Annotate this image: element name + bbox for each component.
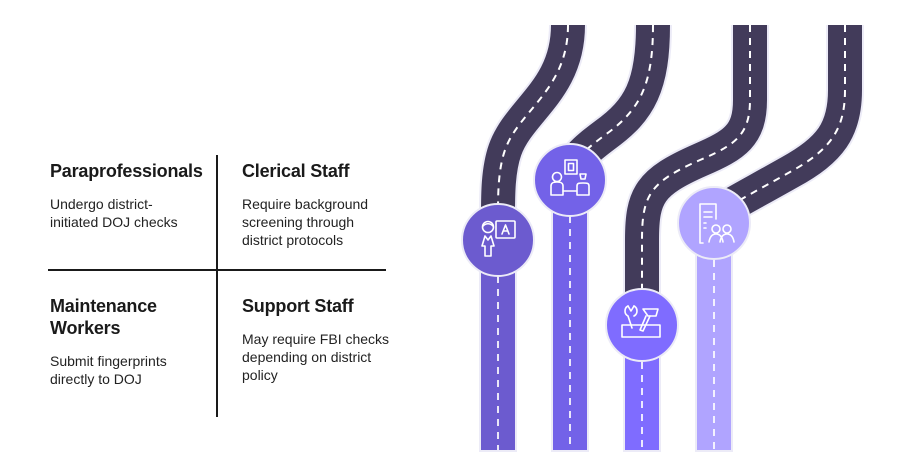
road-1-curve-dashes: [497, 24, 569, 216]
tools-icon: [621, 305, 661, 338]
category-title: Paraprofessionals: [50, 161, 203, 181]
road-3-curve-dashes: [641, 25, 751, 320]
teacher-icon: [481, 220, 516, 257]
category-maintenance-workers: Maintenance Workers Submit fingerprints …: [50, 295, 200, 388]
category-title: Clerical Staff: [242, 161, 350, 181]
interview-icon: [550, 159, 590, 196]
category-description: Submit fingerprints directly to DOJ: [50, 353, 167, 387]
category-clerical-staff: Clerical Staff Require background screen…: [242, 160, 392, 249]
road-1: [479, 24, 587, 452]
staff-category-grid: Paraprofessionals Undergo district-initi…: [48, 155, 389, 417]
category-title: Support Staff: [242, 296, 354, 316]
milestone-circle-1: [461, 203, 535, 277]
road-4-curve-dashes: [713, 25, 846, 216]
category-description: Undergo district-initiated DOJ checks: [50, 196, 178, 230]
milestone-circle-3: [605, 288, 679, 362]
grid-horizontal-divider: [48, 269, 386, 271]
category-support-staff: Support Staff May require FBI checks dep…: [242, 295, 392, 384]
category-description: Require background screening through dis…: [242, 196, 369, 248]
category-title: Maintenance Workers: [50, 296, 157, 338]
milestone-circle-4: [677, 186, 751, 260]
document-people-icon: [699, 203, 735, 244]
category-description: May require FBI checks depending on dist…: [242, 331, 390, 383]
road-2-curve-dashes: [569, 24, 654, 181]
grid-vertical-divider: [216, 155, 218, 417]
category-paraprofessionals: Paraprofessionals Undergo district-initi…: [50, 160, 220, 231]
milestone-circle-2: [533, 143, 607, 217]
